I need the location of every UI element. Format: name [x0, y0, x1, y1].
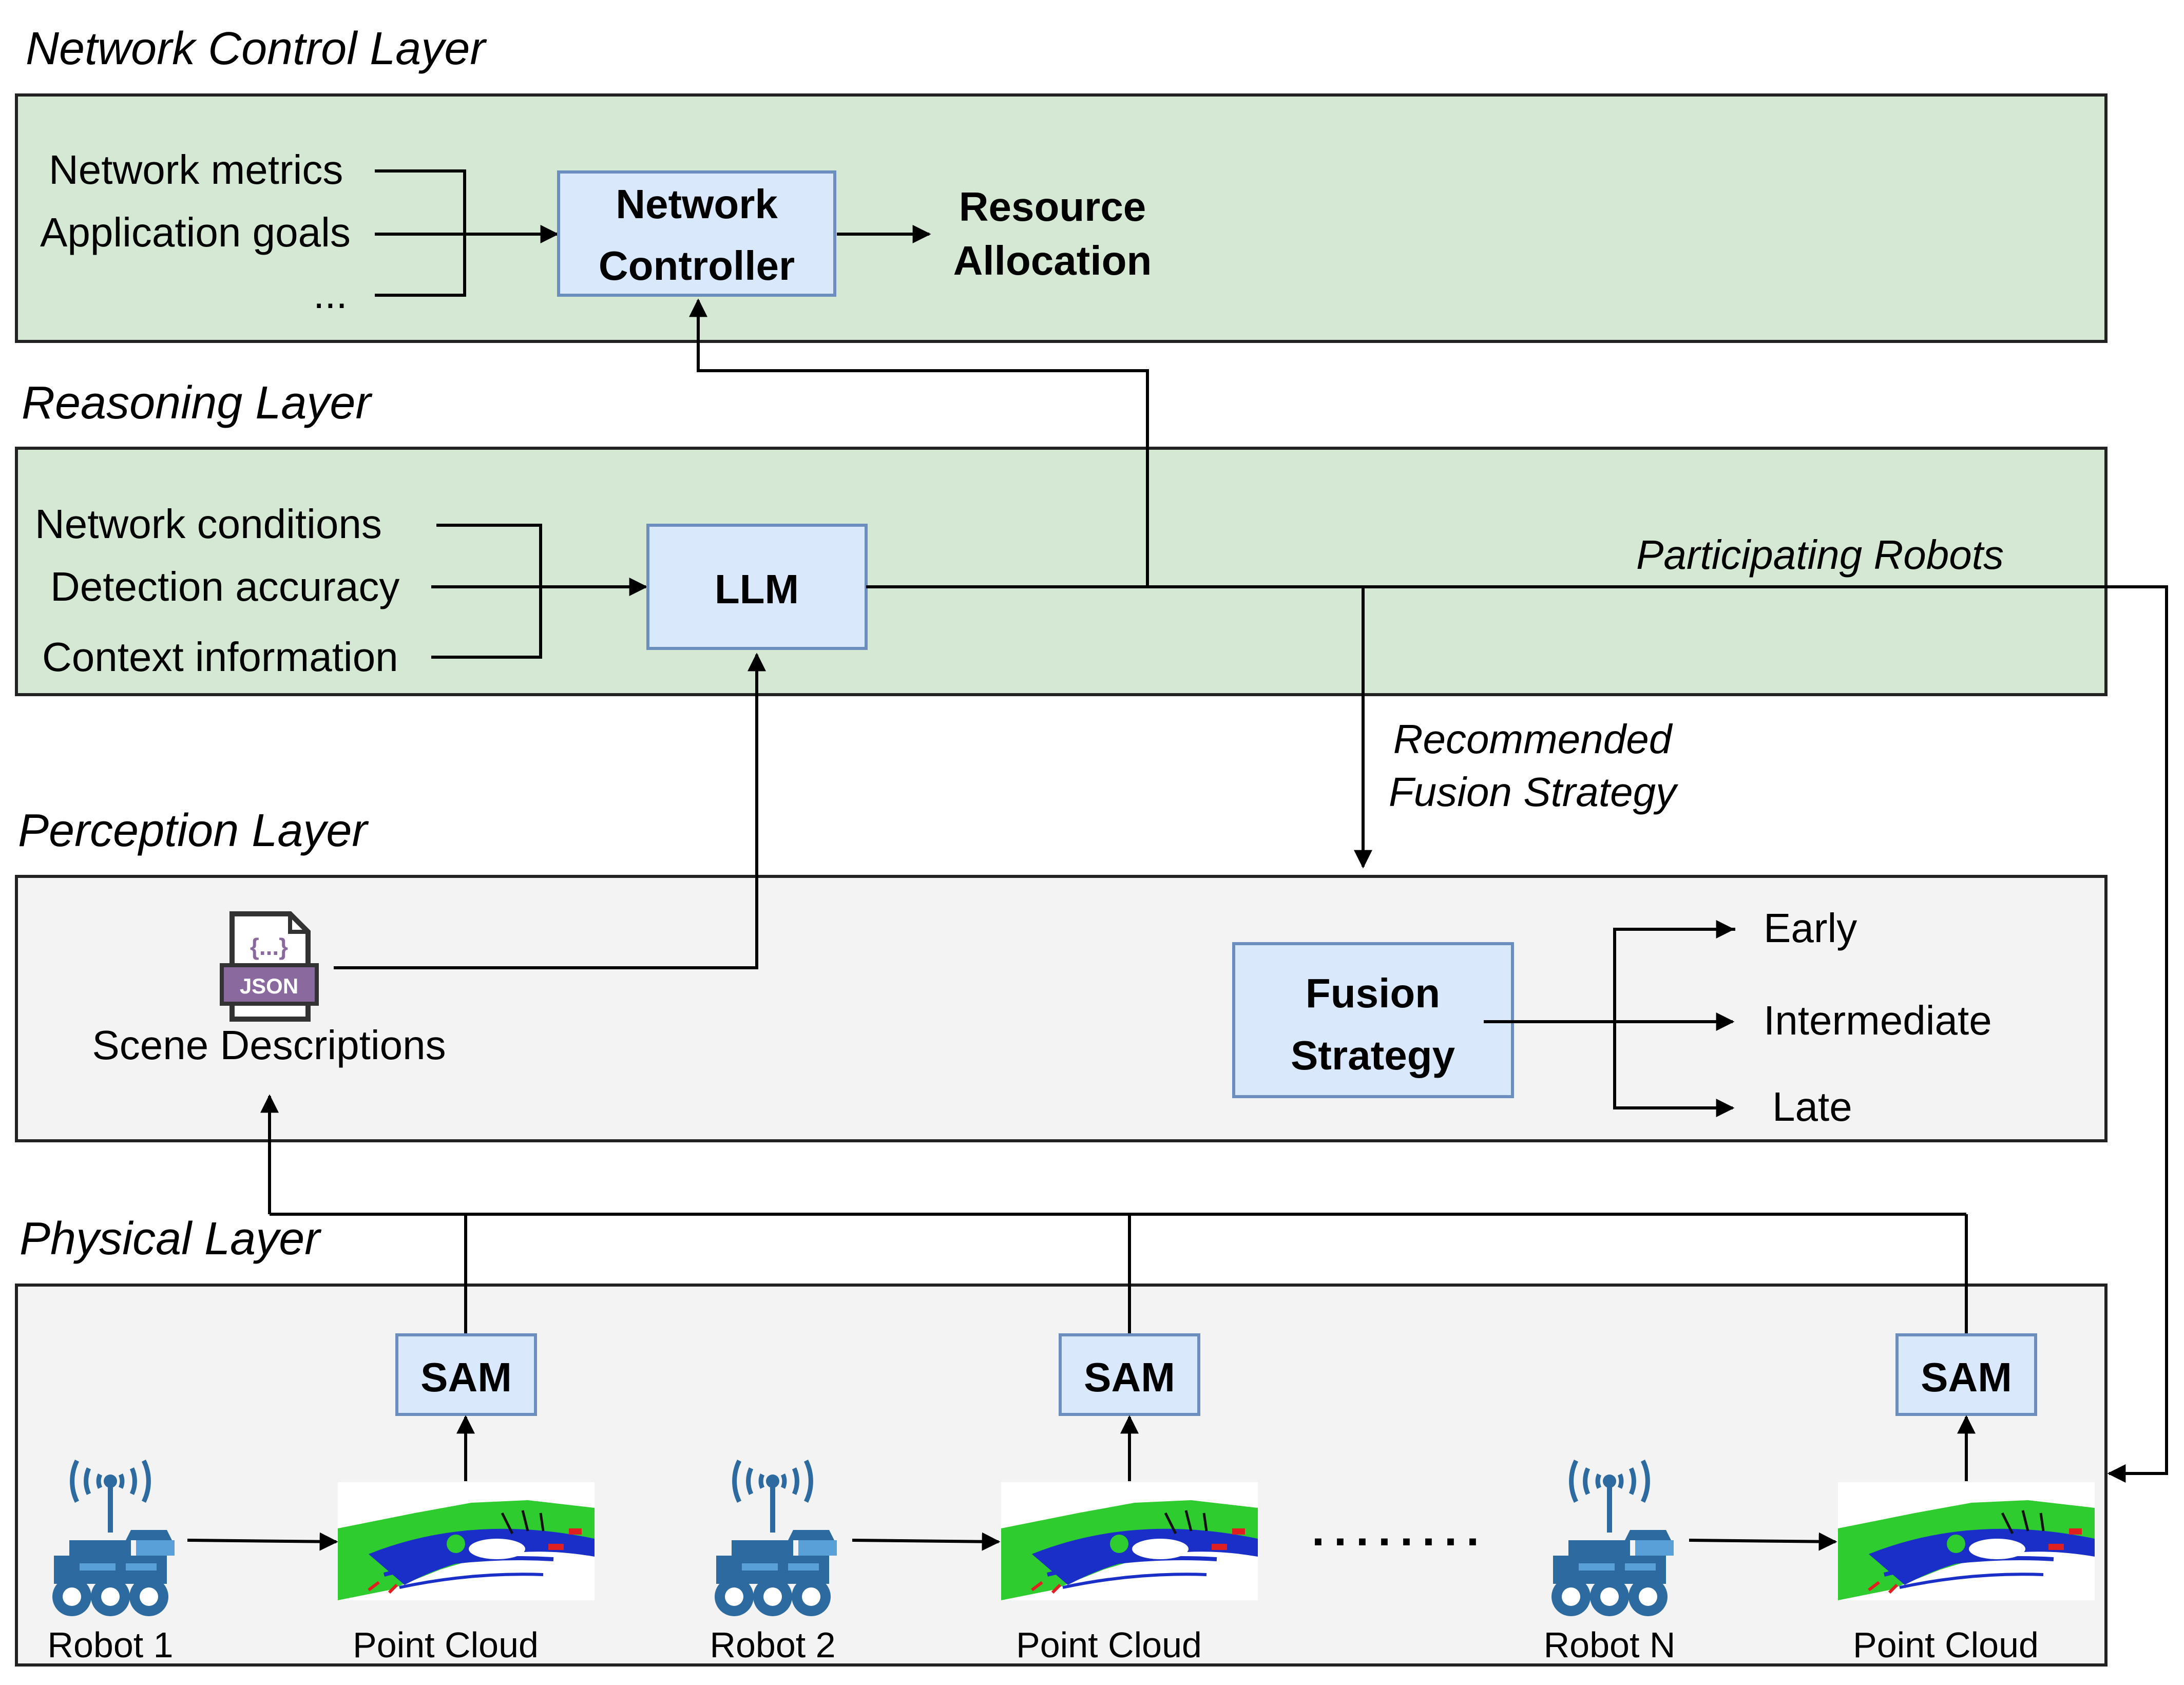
fusion-strategy-box	[1232, 942, 1514, 1098]
fusion-strategy-line2: Strategy	[1291, 1032, 1455, 1078]
robots-ellipsis: ........	[1312, 1504, 1488, 1556]
participating-robots-arrow	[866, 585, 2168, 1483]
point-cloud-2-label: Point Cloud	[1016, 1625, 1202, 1665]
robot-n-label: Robot N	[1544, 1625, 1676, 1665]
resource-allocation-line2: Allocation	[953, 238, 1152, 283]
robot1-to-pc-arrow	[187, 1532, 338, 1551]
input-context-information: Context information	[42, 634, 398, 680]
llm-box	[646, 524, 868, 650]
input-application-goals: Application goals	[40, 209, 351, 255]
scene-to-llm-arrow	[334, 653, 766, 969]
json-tag-text: JSON	[240, 974, 298, 998]
robotn-to-pc-arrow	[1689, 1532, 1837, 1551]
input-network-metrics: Network metrics	[49, 147, 343, 193]
input-ellipsis: ...	[313, 271, 348, 317]
point-cloud-2-image	[1001, 1482, 1258, 1600]
sam-box-3	[1895, 1333, 2037, 1416]
recommended-label-line2: Fusion Strategy	[1389, 769, 1679, 815]
network-control-layer-title: Network Control Layer	[26, 23, 487, 74]
option-early: Early	[1764, 905, 1857, 951]
reasoning-input-bracket	[431, 524, 542, 659]
participating-robots-label: Participating Robots	[1636, 532, 2004, 578]
json-file-icon: JSON {...}	[220, 911, 319, 1022]
point-cloud-3-image	[1838, 1482, 2095, 1600]
reasoning-layer-title: Reasoning Layer	[22, 377, 372, 429]
point-cloud-3-label: Point Cloud	[1853, 1625, 2039, 1665]
network-controller-label-line1: Network	[616, 181, 778, 227]
point-cloud-1-label: Point Cloud	[353, 1625, 539, 1665]
sam-label-2: SAM	[1084, 1354, 1175, 1400]
resource-allocation-line1: Resource	[959, 184, 1146, 229]
robot2-to-pc-arrow	[852, 1532, 1001, 1551]
recommended-label-line1: Recommended	[1393, 716, 1673, 762]
reasoning-layer	[15, 447, 2108, 696]
input-detection-accuracy: Detection accuracy	[50, 564, 399, 609]
input-network-conditions: Network conditions	[35, 501, 382, 547]
option-intermediate: Intermediate	[1764, 998, 1992, 1043]
llm-to-controller-arrow	[689, 298, 1149, 587]
robot-2-label: Robot 2	[710, 1625, 835, 1665]
scene-descriptions-label: Scene Descriptions	[92, 1022, 446, 1068]
fusion-strategy-line1: Fusion	[1306, 970, 1440, 1016]
sam-label-3: SAM	[1921, 1354, 2012, 1400]
json-braces-text: {...}	[250, 933, 288, 960]
sam-box-1	[395, 1333, 537, 1416]
point-cloud-1-image	[338, 1482, 595, 1600]
network-controller-box	[557, 170, 836, 297]
sam-box-2	[1059, 1333, 1200, 1416]
sam-label-1: SAM	[420, 1354, 512, 1400]
option-late: Late	[1772, 1084, 1852, 1129]
perception-layer-title: Perception Layer	[18, 805, 369, 856]
llm-label: LLM	[715, 566, 799, 612]
robot-1-label: Robot 1	[47, 1625, 173, 1665]
network-controller-label-line2: Controller	[599, 243, 795, 289]
fusion-branch-line	[1613, 928, 1735, 1109]
physical-layer-title: Physical Layer	[20, 1213, 321, 1265]
network-control-layer	[15, 93, 2108, 343]
perception-layer	[15, 875, 2108, 1142]
